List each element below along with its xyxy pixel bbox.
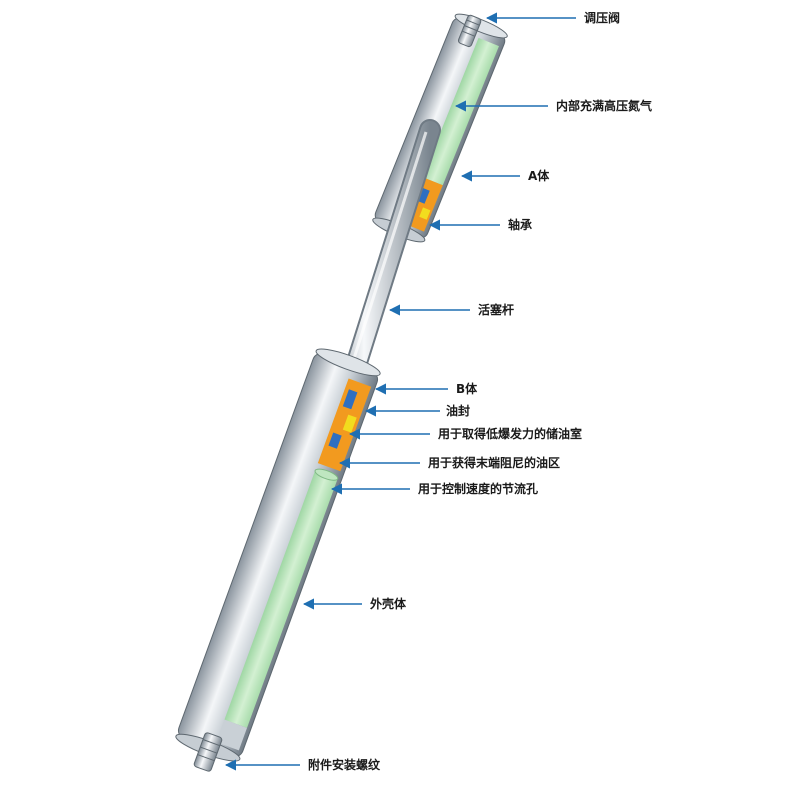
label-low-burst-chamber: 用于取得低爆发力的储油室 [438,427,583,441]
label-speed-orifice: 用于控制速度的节流孔 [418,482,539,496]
label-piston-rod: 活塞杆 [478,303,515,317]
lower-cylinder [175,348,381,762]
label-outer-shell: 外壳体 [370,597,407,611]
label-end-damping-oil: 用于获得末端阻尼的油区 [428,456,561,470]
label-nitrogen: 内部充满高压氮气 [556,99,653,113]
valve-cap [457,14,482,48]
mount-thread-stud [193,732,223,772]
lower-gas-chamber [224,470,338,728]
label-oil-seal: 油封 [446,404,471,418]
label-body-b: B体 [456,382,478,396]
label-mount-thread: 附件安装螺纹 [308,758,381,772]
label-bearing: 轴承 [508,218,533,232]
leader-arrows [224,12,576,771]
label-valve: 调压阀 [584,11,621,25]
label-body-a: A体 [528,169,550,183]
